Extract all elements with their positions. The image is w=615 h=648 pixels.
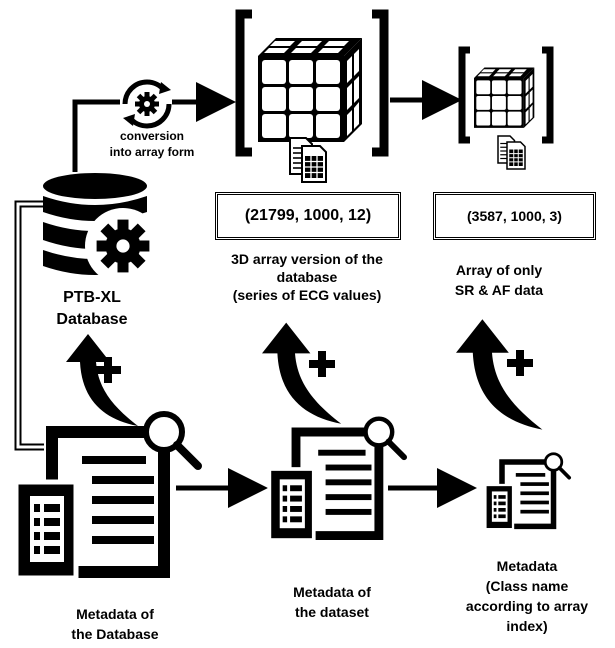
curved-arrow-icon [262, 322, 342, 424]
full-array-shape-box: (21799, 1000, 12) [215, 192, 401, 240]
spreadsheet-small-icon [497, 135, 526, 170]
sraf-array-description: Array of only SR & AF data [454, 262, 544, 298]
ptbxl-database-label: PTB-XL Database [56, 289, 128, 328]
spreadsheet-icon [289, 137, 327, 183]
array-sraf-icon [458, 46, 554, 170]
curved-arrow-icon [66, 334, 138, 426]
metadata-dataset-label: Metadata of the dataset [293, 584, 371, 620]
metadata-class-label: Metadata (Class name according to array … [465, 558, 589, 634]
metadata-database-label: Metadata of the Database [71, 606, 159, 642]
sraf-array-shape-box: (3587, 1000, 3) [433, 192, 596, 240]
database-gear-icon [43, 173, 161, 284]
conversion-label: conversion into array form [109, 129, 195, 159]
plus-icon [309, 351, 335, 377]
conversion-cycle-icon [122, 79, 172, 129]
array-3d-icon [235, 9, 389, 183]
db-to-conversion-line [72, 99, 120, 172]
array-3d-description: 3D array version of the database (series… [231, 251, 383, 303]
plus-icon [507, 350, 533, 376]
document-search-icon [269, 419, 404, 540]
curved-arrow-icon [456, 319, 543, 430]
document-search-icon [16, 414, 198, 578]
document-search-icon [485, 454, 569, 529]
